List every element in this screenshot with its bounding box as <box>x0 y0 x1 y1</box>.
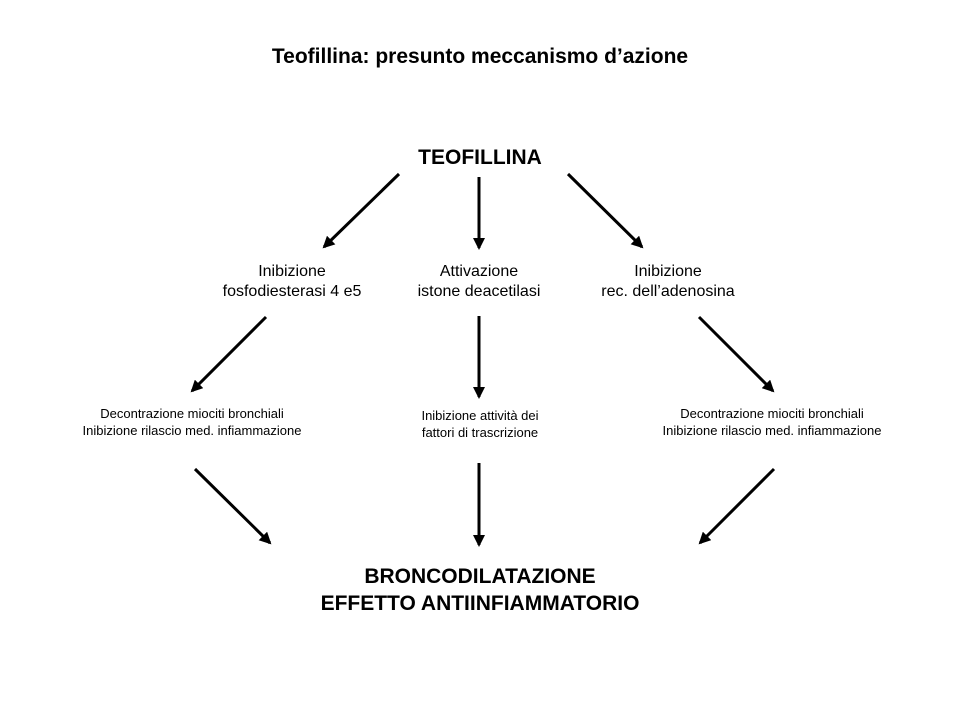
effect-right-line2: Inibizione rilascio med. infiammazione <box>662 423 882 438</box>
effect-right-line1: Decontrazione miociti bronchiali <box>680 406 864 421</box>
mechanism-adenosine-line1: Inibizione <box>634 263 702 280</box>
outcome-line1: BRONCODILATAZIONE <box>364 565 596 588</box>
arrow-effect-left-to-outcome <box>193 467 272 545</box>
outcome-node: BRONCODILATAZIONE EFFETTO ANTIINFIAMMATO… <box>230 563 730 617</box>
mechanism-node-pde: Inibizione fosfodiesterasi 4 e5 <box>172 262 412 302</box>
effect-left-line1: Decontrazione miociti bronchiali <box>100 406 284 421</box>
effect-node-center: Inibizione attività dei fattori di trasc… <box>320 407 640 441</box>
effect-left-line2: Inibizione rilascio med. infiammazione <box>82 423 302 438</box>
outcome-line2: EFFETTO ANTIINFIAMMATORIO <box>320 592 640 615</box>
drug-node: TEOFILLINA <box>418 146 542 169</box>
mechanism-node-adenosine: Inibizione rec. dell’adenosina <box>548 262 788 302</box>
arrow-drug-to-adenosine <box>566 172 644 249</box>
arrow-pde-to-effect-left <box>190 315 268 393</box>
mechanism-node-hdac: Attivazione istone deacetilasi <box>359 262 599 302</box>
mechanism-pde-line1: Inibizione <box>258 263 326 280</box>
mechanism-hdac-line1: Attivazione <box>439 263 519 280</box>
arrow-drug-to-pde <box>322 172 401 249</box>
arrow-adenosine-to-effect-right <box>697 315 775 393</box>
effect-center-line1: Inibizione attività dei <box>421 408 539 423</box>
effect-node-right: Decontrazione miociti bronchiali Inibizi… <box>612 405 932 439</box>
mechanism-hdac-line2: istone deacetilasi <box>417 283 541 300</box>
effect-node-left: Decontrazione miociti bronchiali Inibizi… <box>32 405 352 439</box>
mechanism-pde-line2: fosfodiesterasi 4 e5 <box>222 283 362 300</box>
diagram-title: Teofillina: presunto meccanismo d’azione <box>271 45 689 68</box>
arrow-effect-right-to-outcome <box>698 467 776 545</box>
mechanism-adenosine-line2: rec. dell’adenosina <box>601 283 735 300</box>
effect-center-line2: fattori di trascrizione <box>421 425 539 440</box>
